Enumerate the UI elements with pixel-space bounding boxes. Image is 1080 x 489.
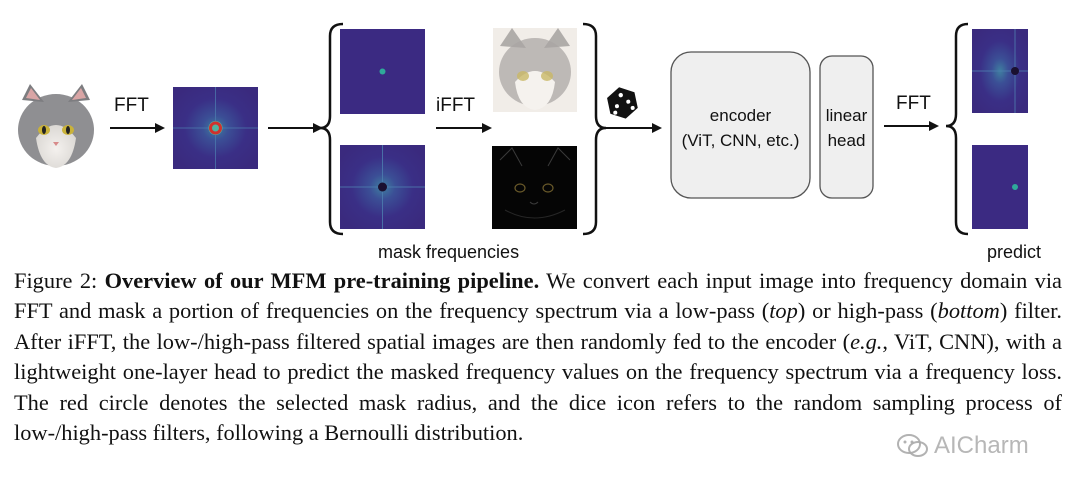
watermark: AICharm bbox=[896, 428, 1056, 464]
pipeline-diagram: FFT iFFT bbox=[14, 22, 1042, 262]
wechat-icon bbox=[897, 434, 928, 457]
caption-title: Overview of our MFM pre-training pipelin… bbox=[104, 268, 540, 293]
ifft-label: iFFT bbox=[436, 95, 475, 116]
encoder-box: encoder (ViT, CNN, etc.) bbox=[670, 51, 811, 199]
caption-eg: e.g. bbox=[850, 328, 883, 354]
right-brace-mask-group bbox=[582, 22, 607, 236]
caption-text-2: ) or high-pass ( bbox=[797, 298, 938, 324]
watermark-text: AICharm bbox=[934, 432, 1029, 459]
mask-frequencies-label: mask frequencies bbox=[378, 242, 519, 262]
caption-text-1: We convert each input image into frequen… bbox=[14, 268, 1062, 324]
fft-label-left: FFT bbox=[114, 95, 149, 116]
head-label: head bbox=[828, 131, 866, 150]
input-frequency-spectrum bbox=[173, 87, 258, 169]
predicted-spectrum-top bbox=[972, 29, 1028, 113]
left-brace-mask-group bbox=[319, 22, 344, 236]
fft-label-right: FFT bbox=[896, 93, 931, 114]
predicted-spectrum-bottom bbox=[972, 145, 1028, 229]
mask-radius-circle bbox=[209, 121, 222, 135]
linear-head-box: linear head bbox=[819, 55, 874, 199]
figure-caption: Figure 2: Overview of our MFM pre-traini… bbox=[14, 266, 1062, 448]
linear-label: linear bbox=[826, 106, 868, 125]
input-cat-photo bbox=[14, 84, 98, 169]
caption-bottom: bottom bbox=[937, 298, 1000, 324]
high-pass-cat-image bbox=[492, 146, 577, 229]
dice-icon bbox=[607, 87, 638, 119]
prediction-brace bbox=[945, 22, 969, 236]
low-pass-cat-image bbox=[493, 28, 577, 112]
caption-top: top bbox=[769, 298, 798, 324]
encoder-examples-label: (ViT, CNN, etc.) bbox=[682, 131, 800, 150]
predict-label: predict bbox=[987, 242, 1041, 262]
high-pass-spectrum bbox=[340, 145, 425, 229]
caption-text-4: , ViT, CNN), with a lightweight one-laye… bbox=[14, 328, 1062, 446]
caption-text-3: ) filter. After iFFT, the low-/high-pass… bbox=[14, 298, 1062, 354]
caption-prefix: Figure 2: bbox=[14, 268, 105, 293]
encoder-label: encoder bbox=[710, 106, 772, 125]
low-pass-spectrum bbox=[340, 29, 425, 114]
